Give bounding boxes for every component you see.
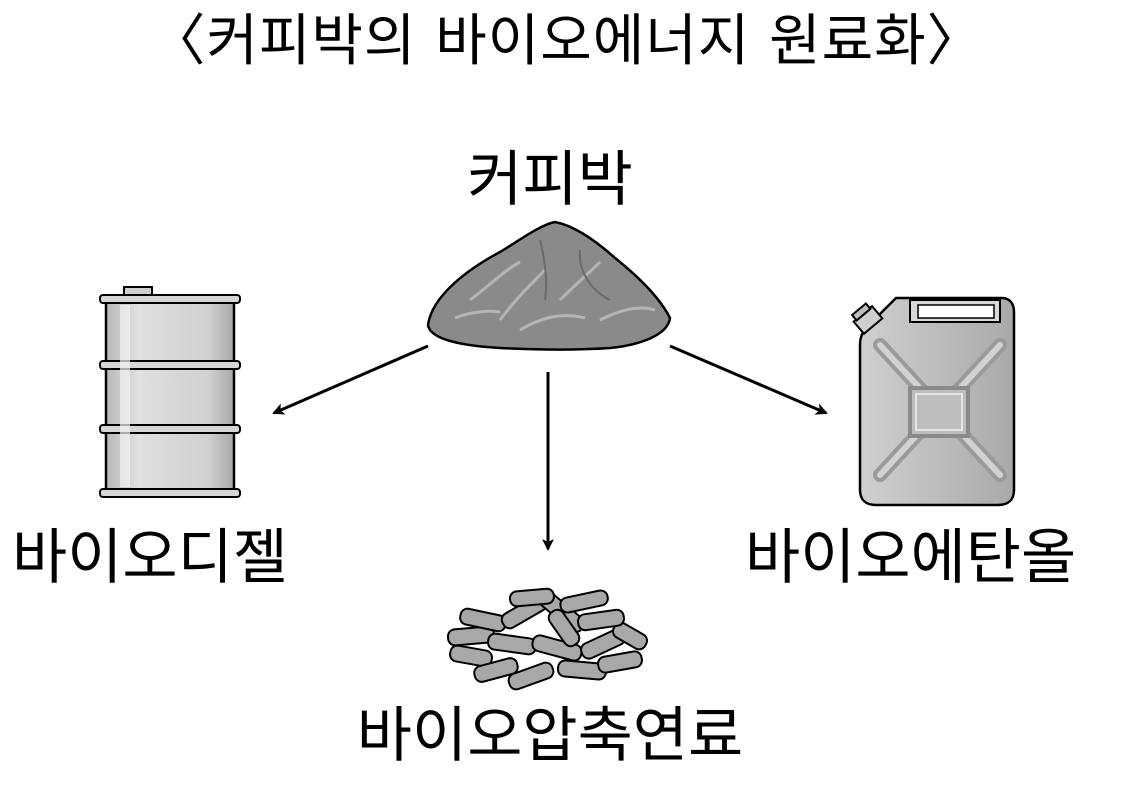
pellet-pile-icon [446,587,649,691]
diagram-title: 〈커피박의 바이오에너지 원료화〉 [149,9,984,74]
arrows [272,344,828,551]
coffee-grounds-label: 커피박 [467,145,633,215]
oil-drum-icon [99,286,241,498]
arrow-to-bioethanol [669,344,828,415]
biodiesel-label: 바이오디젤 [12,523,288,593]
coffee-grounds-pile-icon [426,220,672,351]
arrow-to-biodiesel [272,344,429,415]
bioethanol-label: 바이오에탄올 [745,523,1077,593]
bio-pellet-label: 바이오압축연료 [356,701,744,771]
jerry-can-icon [850,296,1016,507]
